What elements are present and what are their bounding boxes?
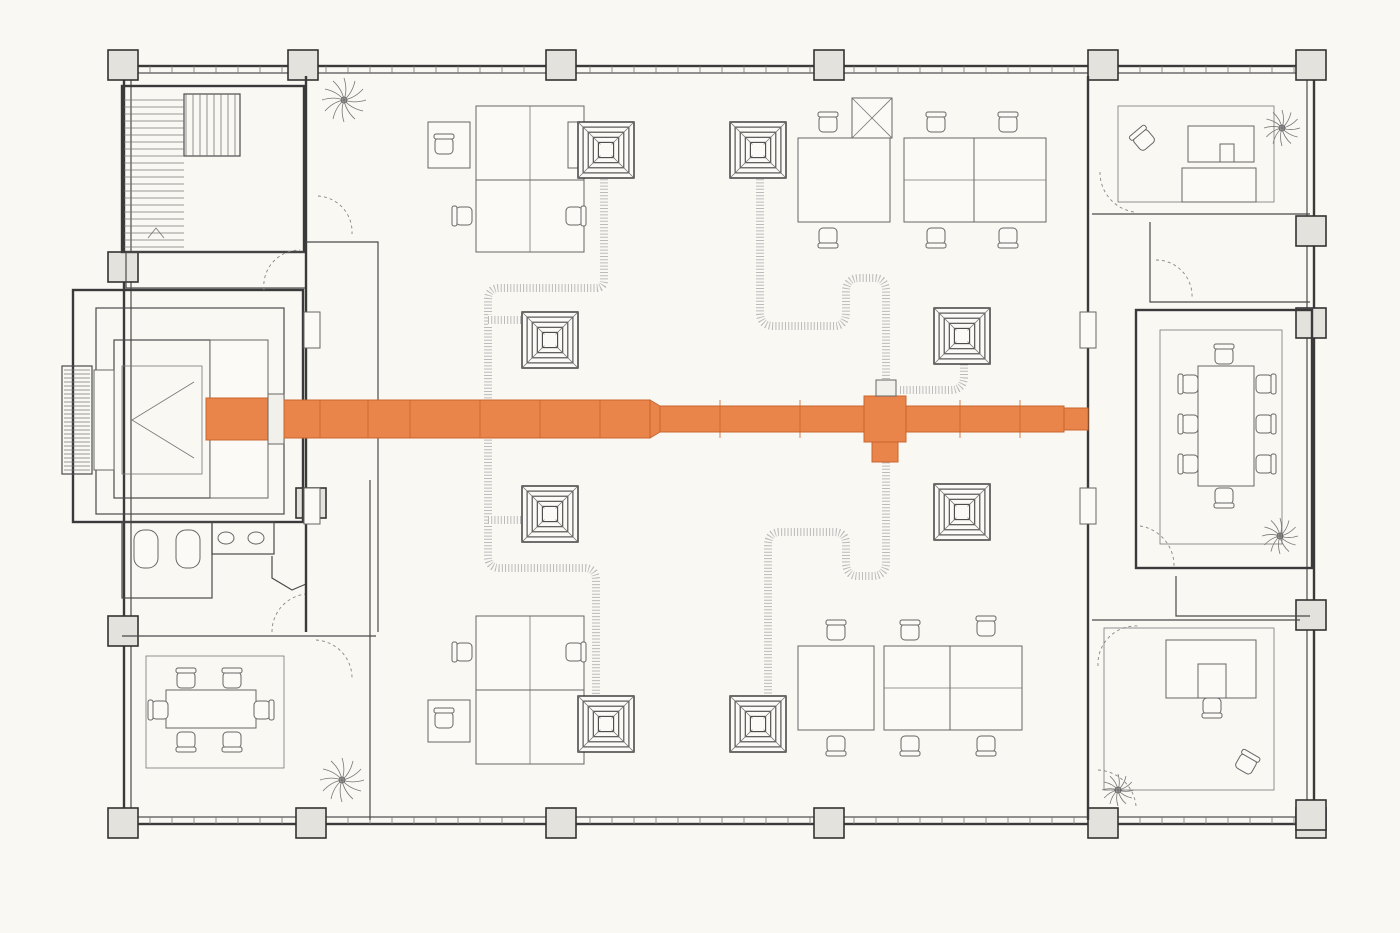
column (1087, 49, 1119, 81)
flex-ducts (482, 176, 970, 700)
duct-junction (863, 395, 907, 443)
chair-icon (221, 667, 243, 689)
chair-icon (147, 699, 169, 721)
restrooms (121, 521, 307, 633)
duct-segment (659, 405, 867, 433)
diffuser-icon (729, 121, 787, 179)
desk (797, 645, 875, 731)
chair-icon (175, 731, 197, 753)
column (1295, 799, 1327, 831)
chair-icon (175, 667, 197, 689)
air-handler-connection (267, 393, 285, 445)
duct-collar (875, 379, 897, 397)
diffuser-icon (521, 311, 579, 369)
column (813, 49, 845, 81)
chair-icon (1177, 373, 1199, 395)
chair-icon (1213, 487, 1235, 509)
column (1295, 599, 1327, 631)
plant-icon (1263, 109, 1301, 147)
chair-icon (565, 205, 587, 227)
toilet-icon (133, 529, 201, 569)
conference-room-e (1159, 329, 1283, 545)
column (1295, 215, 1327, 247)
chair-icon (997, 111, 1019, 133)
chair-icon (817, 227, 839, 249)
duct-branch (871, 441, 899, 463)
diffuser-icon (933, 307, 991, 365)
desk (797, 137, 891, 223)
column (1087, 807, 1119, 839)
diffuser-icon (729, 695, 787, 753)
chair-icon (1235, 748, 1261, 775)
chair-icon (433, 707, 455, 729)
column (107, 49, 139, 81)
column (287, 49, 319, 81)
column (107, 807, 139, 839)
structural-columns (107, 49, 1327, 839)
stair-icon (124, 94, 236, 248)
chair-icon (1213, 343, 1235, 365)
plant-icon (319, 757, 365, 803)
chair-icon (825, 735, 847, 757)
column (1295, 49, 1327, 81)
private-office-se (1103, 627, 1275, 791)
diffuser-icon (933, 483, 991, 541)
chair-icon (825, 619, 847, 641)
chair-icon (899, 735, 921, 757)
chair-icon (451, 205, 473, 227)
elevator-icon (61, 365, 93, 475)
duct-segment (905, 405, 1065, 433)
chair-icon (975, 735, 997, 757)
chair-icon (253, 699, 275, 721)
column (295, 807, 327, 839)
plants (319, 77, 1301, 807)
column (107, 615, 139, 647)
chair-icon (451, 641, 473, 663)
duct-end-cap (1063, 407, 1089, 431)
chair-icon (1177, 453, 1199, 475)
plant-icon (321, 77, 367, 123)
column (107, 251, 139, 283)
plant-icon (1261, 517, 1299, 555)
chair-icon (433, 133, 455, 155)
chair-icon (925, 227, 947, 249)
duct-segment (283, 399, 651, 439)
chairs (147, 111, 1277, 775)
chair-icon (925, 111, 947, 133)
main-supply-duct (205, 379, 1089, 463)
chair-icon (899, 619, 921, 641)
interior-partitions (122, 76, 1314, 820)
plant-icon (1101, 773, 1135, 807)
diffuser-icon (577, 695, 635, 753)
duct-segment (205, 397, 269, 441)
column (545, 49, 577, 81)
private-office-ne (1117, 105, 1275, 203)
chair-icon (1177, 413, 1199, 435)
sink-icon (217, 531, 265, 545)
chair-icon (221, 731, 243, 753)
chair-icon (817, 111, 839, 133)
column (813, 807, 845, 839)
stair-core (120, 84, 307, 289)
chair-icon (975, 615, 997, 637)
column (545, 807, 577, 839)
chair-icon (1201, 697, 1223, 719)
meeting-room-sw (145, 655, 285, 769)
diffuser-icon (577, 121, 635, 179)
chair-icon (1255, 373, 1277, 395)
exterior-walls (122, 64, 1316, 826)
diffuser-icon (521, 485, 579, 543)
duct-reducer (649, 399, 661, 439)
ceiling-diffusers (521, 121, 991, 753)
chair-icon (997, 227, 1019, 249)
chair-icon (1255, 453, 1277, 475)
workstations (427, 97, 1047, 765)
chair-icon (565, 641, 587, 663)
chair-icon (1255, 413, 1277, 435)
chair-icon (1128, 124, 1155, 151)
